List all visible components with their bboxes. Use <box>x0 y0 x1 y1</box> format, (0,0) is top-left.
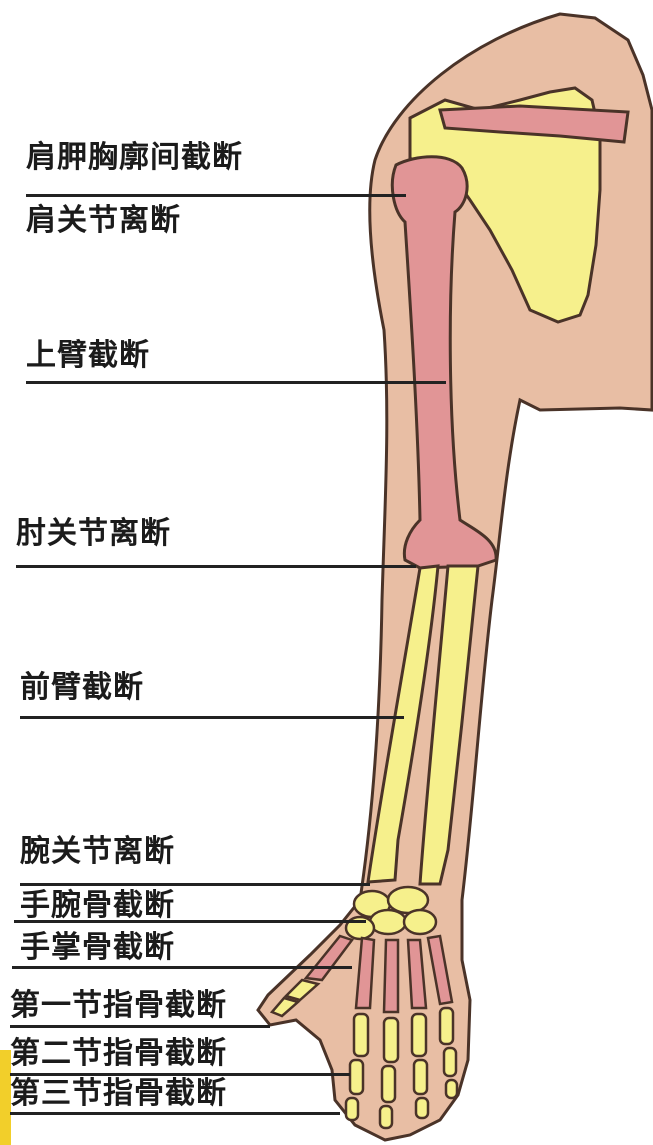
label-elbow-disarticulation: 肘关节离断 <box>16 516 171 552</box>
label-second-phalanx: 第二节指骨截断 <box>10 1036 227 1072</box>
pointer-line-1 <box>26 194 406 197</box>
label-shoulder-disarticulation: 肩关节离断 <box>26 203 181 239</box>
label-carpal: 手腕骨截断 <box>20 888 175 924</box>
pointer-line-5 <box>20 883 370 886</box>
label-first-phalanx: 第一节指骨截断 <box>10 988 227 1024</box>
pointer-line-2 <box>26 381 446 384</box>
pointer-line-8 <box>10 1025 270 1028</box>
pointer-line-7 <box>12 966 352 969</box>
label-wrist-disarticulation: 腕关节离断 <box>20 834 175 870</box>
carpal-bones <box>346 887 436 939</box>
pointer-line-4 <box>20 716 404 719</box>
label-scapulothoracic: 肩胛胸廓间截断 <box>26 140 243 176</box>
label-metacarpal: 手掌骨截断 <box>20 930 175 966</box>
label-third-phalanx: 第三节指骨截断 <box>10 1076 227 1112</box>
pointer-line-6 <box>14 920 366 923</box>
pointer-line-10 <box>10 1112 340 1115</box>
label-upper-arm: 上臂截断 <box>26 338 150 374</box>
label-forearm: 前臂截断 <box>20 670 144 706</box>
pointer-line-3 <box>16 565 416 568</box>
